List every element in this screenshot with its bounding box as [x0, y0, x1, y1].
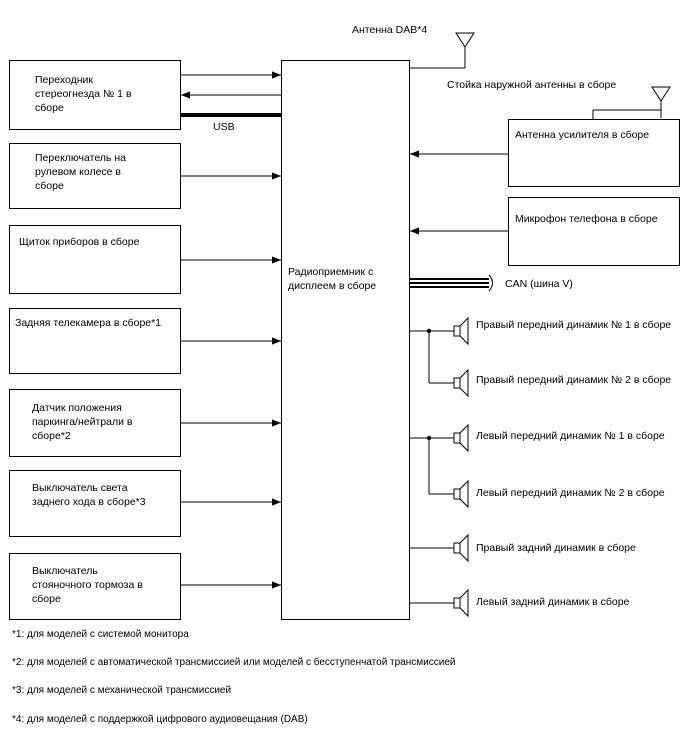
parking-brake-switch-box: Выключатель стояночного тормоза в сборе	[9, 553, 181, 620]
usb-label: USB	[213, 121, 235, 133]
stereo-jack-box: Переходник стереогнезда № 1 в сборе	[9, 60, 181, 130]
speaker-icon	[453, 588, 469, 618]
speaker-icon	[453, 423, 469, 453]
dab-antenna-label: Антенна DAB*4	[352, 24, 428, 36]
footnote: *2: для моделей с автоматической трансми…	[12, 657, 456, 668]
speaker-icon	[453, 316, 469, 346]
can-bus	[410, 274, 493, 292]
speaker-label: Правый задний динамик в сборе	[476, 542, 636, 554]
footnote: *3: для моделей с механической трансмисс…	[12, 685, 232, 696]
telephone-mic-box: Микрофон телефона в сборе	[508, 197, 680, 266]
speaker-icon	[453, 479, 469, 509]
speaker-label: Правый передний динамик № 1 в сборе	[476, 319, 672, 331]
speaker-label: Правый передний динамик № 2 в сборе	[476, 374, 672, 386]
park-neutral-switch-box: Датчик положения паркинга/нейтрали в сбо…	[9, 389, 181, 457]
speaker-label: Левый задний динамик в сборе	[476, 596, 630, 608]
rear-camera-box: Задняя телекамера в сборе*1	[9, 308, 181, 374]
stereo-jack-label: Переходник стереогнезда № 1 в сборе	[35, 74, 132, 114]
telephone-mic-label: Микрофон телефона в сборе	[515, 213, 658, 225]
footnote: *1: для моделей с системой монитора	[12, 629, 189, 640]
speaker-label: Левый передний динамик № 1 в сборе	[476, 430, 665, 442]
can-bus-label: CAN (шина V)	[505, 278, 573, 290]
steering-switch-box: Переключатель на рулевом колесе в сборе	[9, 143, 181, 209]
combination-meter-label: Щиток приборов в сборе	[19, 236, 140, 248]
backup-light-switch-box: Выключатель света заднего хода в сборе*3	[9, 470, 181, 537]
outer-antenna-icon	[651, 86, 671, 118]
amplifier-antenna-box: Антенна усилителя в сборе	[508, 119, 680, 187]
speaker-icon	[453, 533, 469, 563]
speaker-label: Левый передний динамик № 2 в сборе	[476, 487, 665, 499]
dab-antenna-icon	[455, 32, 475, 53]
speaker-icon	[453, 368, 469, 398]
steering-switch-label: Переключатель на рулевом колесе в сборе	[35, 152, 126, 192]
footnote: *4: для моделей с поддержкой цифрового а…	[12, 714, 308, 725]
radio-receiver-label: Радиоприемник с дисплеем в сборе	[288, 266, 377, 292]
radio-receiver-box: Радиоприемник с дисплеем в сборе	[281, 60, 410, 620]
backup-light-switch-label: Выключатель света заднего хода в сборе*3	[32, 482, 146, 508]
speaker-icons	[453, 316, 469, 618]
amplifier-antenna-label: Антенна усилителя в сборе	[515, 129, 650, 141]
parking-brake-switch-label: Выключатель стояночного тормоза в сборе	[32, 565, 143, 605]
combination-meter-box: Щиток приборов в сборе	[9, 225, 181, 294]
rear-camera-label: Задняя телекамера в сборе*1	[15, 317, 162, 329]
outer-antenna-label: Стойка наружной антенны в сборе	[447, 79, 617, 91]
park-neutral-switch-label: Датчик положения паркинга/нейтрали в сбо…	[32, 402, 133, 442]
